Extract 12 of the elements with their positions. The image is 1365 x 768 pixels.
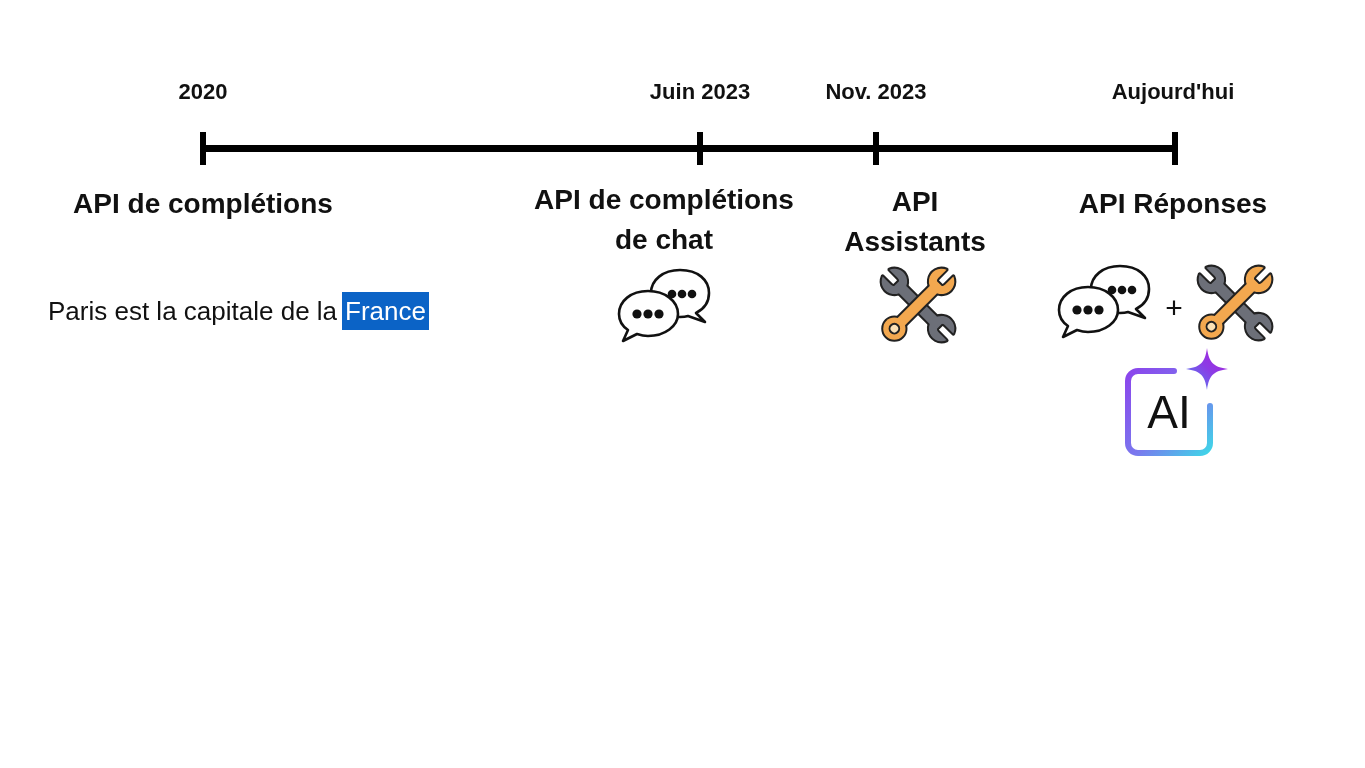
milestone-title: API Réponses [1077,187,1269,221]
plus-sign: + [1164,291,1184,325]
date-label: Nov. 2023 [824,79,928,105]
milestone-title: API de complétions de chat [533,183,795,257]
highlighted-word: France [342,292,429,330]
date-label: Juin 2023 [648,79,752,105]
milestone-title: API de complétions [72,187,334,221]
ai-tile: AI [1125,368,1213,456]
date-label: Aujourd'hui [1110,79,1236,105]
example-sentence: Paris est la capitale de la [48,296,338,326]
date-label: 2020 [177,79,229,105]
milestone-title: API Assistants [843,185,987,259]
